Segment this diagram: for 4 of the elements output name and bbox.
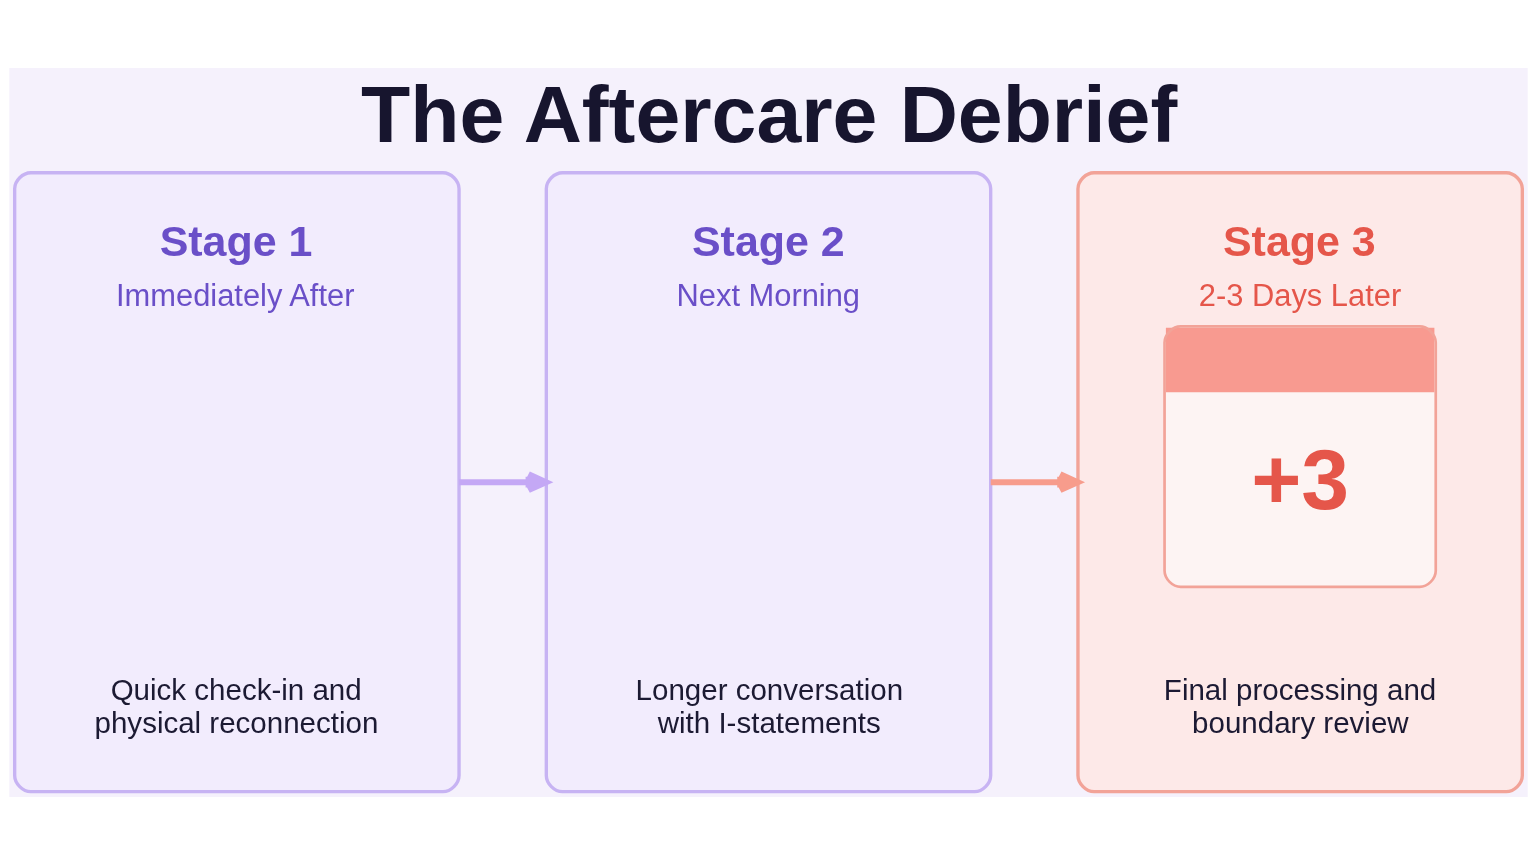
node-box: Stage 1 Immediately After Quick check-in and physical reconnection (12, 170, 461, 793)
node-box: Stage 3 2-3 Days Later +3 Final processing and boundary review (1075, 170, 1524, 793)
node-box: Stage 2 Next Morning Longer conversation with I-statements (544, 170, 992, 793)
diagram-title: The Aftercare Debrief (360, 68, 1177, 159)
